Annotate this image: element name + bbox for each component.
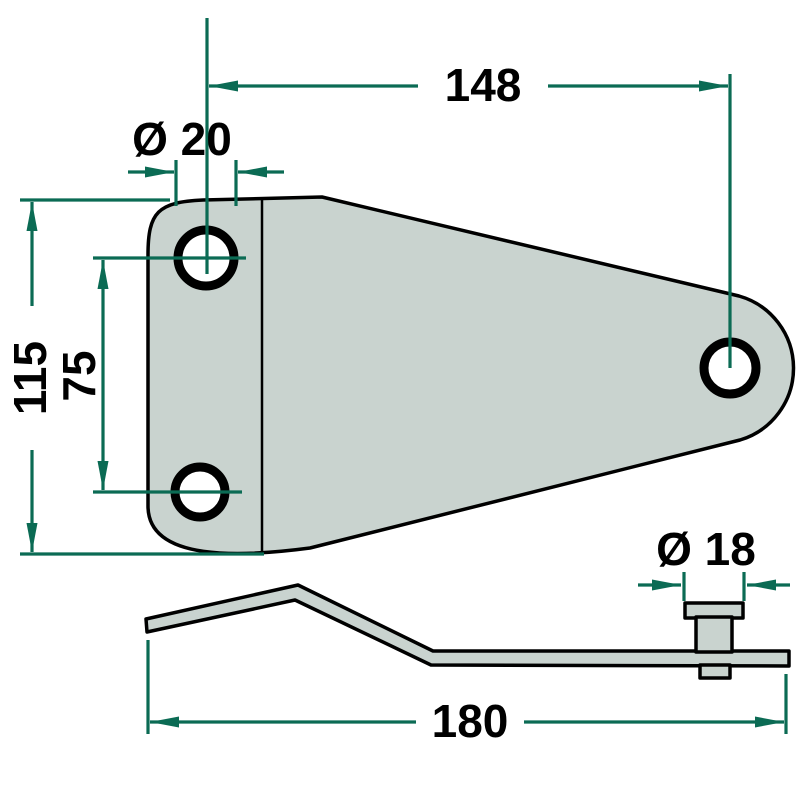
dim-d18-label: Ø 18 [656,523,756,575]
dim-left-height: 115 [4,198,264,556]
dim-148-label: 148 [445,59,522,111]
pin-nub [698,663,732,680]
dim-180-label: 180 [432,695,509,747]
side-profile-strip [144,583,791,668]
dim-top-width: 148 [205,18,732,368]
dim-d20-label: Ø 20 [132,113,232,165]
dim-115-label: 115 [4,341,56,415]
dim-75-label: 75 [53,350,105,401]
top-view [146,195,796,556]
dim-hole-spacing: 75 [53,256,246,494]
pin-body [694,615,734,654]
dim-pin-diameter: Ø 18 [638,523,790,601]
dim-overall-length: 180 [146,640,788,747]
plate-outline [146,195,796,556]
dim-hole-diameter: Ø 20 [128,113,284,206]
side-view [144,583,791,680]
